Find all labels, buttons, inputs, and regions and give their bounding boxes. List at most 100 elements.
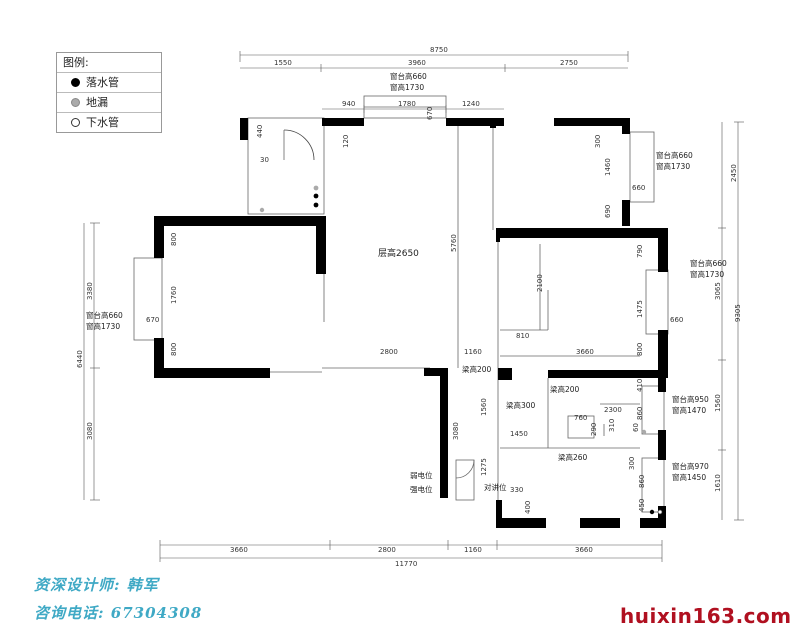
- window-left-height: 窗高1730: [86, 321, 120, 331]
- dim-bottom-total: 11770: [395, 560, 417, 568]
- dim-1760: 1760: [170, 286, 178, 304]
- dim-bottom-seg3: 1160: [464, 546, 482, 554]
- black-dot-icon: [71, 78, 80, 87]
- dim-top-seg1: 1550: [274, 59, 292, 67]
- dim-bottom-seg2: 2800: [378, 546, 396, 554]
- window-right-mid-sill: 窗台高660: [690, 258, 727, 268]
- window-labels: 窗台高660 窗高1730 窗台高660 窗高1730 窗台高660 窗高173…: [86, 71, 727, 482]
- dim-top-seg3: 2750: [560, 59, 578, 67]
- dim-right-seg3: 1560: [714, 394, 722, 412]
- dim-2300: 2300: [604, 406, 622, 414]
- dim-1475: 1475: [636, 300, 644, 318]
- floor-drain-symbol-2: [259, 207, 265, 213]
- dim-top-w3: 1240: [462, 100, 480, 108]
- dim-2800: 2800: [380, 348, 398, 356]
- beam-label-300: 梁高300: [506, 400, 536, 410]
- window-right-bottom-height: 窗高1450: [672, 472, 706, 482]
- dim-5760: 5760: [450, 234, 458, 252]
- dim-left-seg1: 3380: [86, 282, 94, 300]
- dim-1160: 1160: [464, 348, 482, 356]
- dim-860b: 860: [638, 475, 646, 488]
- dim-3080: 3080: [452, 422, 460, 440]
- dim-800a: 800: [170, 233, 178, 246]
- window-right-top-height: 窗高1730: [656, 161, 690, 171]
- dim-left-total: 6440: [76, 350, 84, 368]
- window-right-top-sill: 窗台高660: [656, 150, 693, 160]
- dim-450: 450: [638, 499, 646, 512]
- dim-60: 60: [632, 423, 640, 432]
- dim-290: 290: [590, 423, 598, 436]
- designer-credit: 资深设计师: 韩军: [34, 576, 159, 594]
- window-right-bath-height: 窗高1470: [672, 405, 706, 415]
- inner-dimensions: 440 30 120 5760 800 1760 800 670 2800 11…: [146, 125, 683, 514]
- dim-400: 400: [524, 501, 532, 514]
- downpipe-symbol-3: [649, 509, 655, 515]
- dim-top-w4: 670: [426, 107, 434, 120]
- beam-label-260: 梁高260: [558, 452, 588, 462]
- dim-310: 310: [608, 419, 616, 432]
- dim-top-seg2: 3960: [408, 59, 426, 67]
- legend-title: 图例:: [57, 53, 161, 73]
- beam-label-200b: 梁高200: [550, 384, 580, 394]
- dim-860a: 860: [636, 407, 644, 420]
- weak-power-label: 弱电位: [410, 470, 433, 480]
- window-top-sill: 窗台高660: [390, 71, 427, 81]
- dim-330: 330: [510, 486, 523, 494]
- dim-1460: 1460: [604, 158, 612, 176]
- dim-right-seg1: 2450: [730, 164, 738, 182]
- dim-3660: 3660: [576, 348, 594, 356]
- white-dot-icon: [71, 118, 80, 127]
- dimension-labels: 8750 1550 3960 2750 940 1780 1240 670 36…: [76, 46, 742, 568]
- dim-2100: 2100: [536, 274, 544, 292]
- dim-bottom-seg1: 3660: [230, 546, 248, 554]
- dim-1450: 1450: [510, 430, 528, 438]
- dim-300b: 300: [628, 457, 636, 470]
- room-labels: 层高2650 梁高200 梁高200 梁高300 梁高260 弱电位 强电位 对…: [378, 247, 588, 494]
- dim-30: 30: [260, 156, 269, 164]
- dim-120: 120: [342, 135, 350, 148]
- dim-right-seg2: 3065: [714, 282, 722, 300]
- strong-power-label: 强电位: [410, 484, 433, 494]
- dim-top-total: 8750: [430, 46, 448, 54]
- intercom-label: 对讲位: [484, 482, 507, 492]
- dim-1560: 1560: [480, 398, 488, 416]
- dim-800b: 800: [170, 343, 178, 356]
- legend-item-floor-drain: 地漏: [57, 93, 161, 113]
- dim-760: 760: [574, 414, 587, 422]
- dim-right-total: 9305: [734, 304, 742, 322]
- downpipe-symbol-2: [313, 202, 319, 208]
- dim-810: 810: [516, 332, 529, 340]
- floor-drain-symbol-3: [641, 429, 647, 435]
- legend-item-sewer-pipe: 下水管: [57, 113, 161, 132]
- window-left-sill: 窗台高660: [86, 310, 123, 320]
- dim-670: 670: [146, 316, 159, 324]
- consult-phone: 咨询电话: 67304308: [34, 604, 203, 622]
- dim-660a: 660: [632, 184, 645, 192]
- dim-660b: 660: [670, 316, 683, 324]
- dim-300a: 300: [594, 135, 602, 148]
- sewer-pipe-symbol: [657, 509, 663, 515]
- structural-walls: [154, 118, 668, 528]
- downpipe-symbol-1: [313, 193, 319, 199]
- dim-800c: 800: [636, 343, 644, 356]
- dim-440: 440: [256, 125, 264, 138]
- window-top-height: 窗高1730: [390, 82, 424, 92]
- dim-left-seg2: 3080: [86, 422, 94, 440]
- legend-box: 图例: 落水管 地漏 下水管: [56, 52, 162, 133]
- dim-1275: 1275: [480, 458, 488, 476]
- legend-item-downpipe: 落水管: [57, 73, 161, 93]
- dim-bottom-seg4: 3660: [575, 546, 593, 554]
- window-right-bottom-sill: 窗台高970: [672, 461, 709, 471]
- dim-690: 690: [604, 205, 612, 218]
- dim-top-w2: 1780: [398, 100, 416, 108]
- window-right-mid-height: 窗高1730: [690, 269, 724, 279]
- dim-right-seg4: 1610: [714, 474, 722, 492]
- dimension-lines: [83, 51, 744, 562]
- window-right-bath-sill: 窗台高950: [672, 394, 709, 404]
- dim-410: 410: [636, 379, 644, 392]
- dim-top-w1: 940: [342, 100, 355, 108]
- pipe-symbols: [259, 185, 663, 515]
- thin-walls: [133, 95, 669, 520]
